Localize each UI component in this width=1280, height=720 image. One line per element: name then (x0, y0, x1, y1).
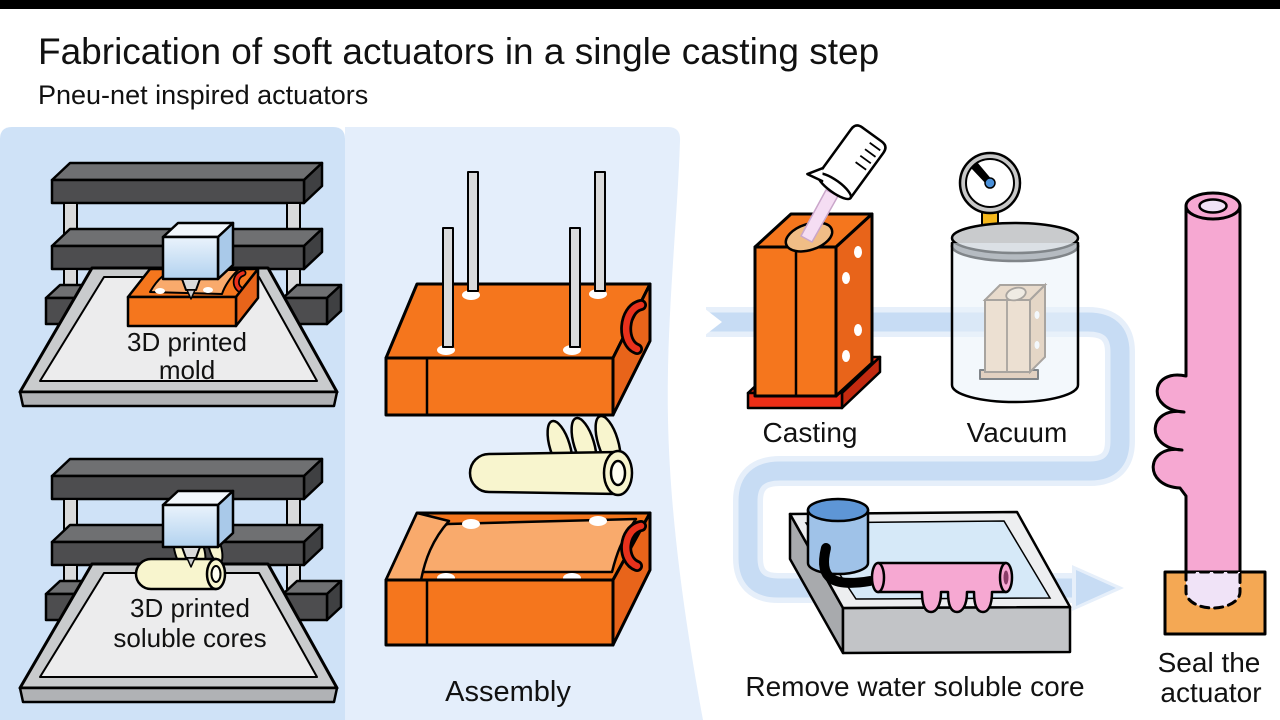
page-subtitle: Pneu-net inspired actuators (38, 80, 368, 110)
nozzle (181, 546, 201, 559)
vacuum-caption: Vacuum (967, 417, 1068, 448)
printer-3d-mold: 3D printed mold (18, 161, 343, 408)
casting-caption: Casting (763, 417, 858, 448)
mold-top-half (384, 171, 652, 417)
print-head (161, 489, 235, 568)
printer-mold-caption-line2: mold (159, 355, 215, 385)
seal-caption-line1: Seal the (1158, 647, 1261, 678)
printer-3d-cores: 3D printed soluble cores (18, 457, 343, 704)
printer-cores-caption-line2: soluble cores (113, 623, 266, 653)
measuring-cup (806, 124, 887, 201)
process-flow-arrow (700, 305, 1135, 611)
printer-mold-caption-line1: 3D printed (127, 327, 247, 357)
finished-actuator (1151, 191, 1242, 602)
remove-core-step: Remove water soluble core (745, 497, 1085, 702)
water-pump (806, 497, 870, 576)
seal-step: Seal the actuator (1151, 191, 1267, 708)
page-title: Fabrication of soft actuators in a singl… (38, 31, 879, 72)
vacuum-step: Vacuum (950, 151, 1080, 448)
printer-frame (44, 161, 343, 326)
submerged-actuator-end (1184, 570, 1242, 610)
casting-step: Casting (746, 124, 887, 448)
assembly-caption: Assembly (445, 676, 571, 708)
printer-frame (18, 457, 343, 704)
print-head (161, 221, 235, 300)
pressure-gauge (958, 151, 1022, 231)
soluble-core-part (468, 414, 634, 497)
mold-bottom-half (384, 511, 652, 647)
pump-hose (819, 543, 875, 588)
seal-caption-line2: actuator (1160, 677, 1261, 708)
actuator-opening (1198, 198, 1228, 214)
vacuum-chamber (950, 241, 1080, 404)
printer-cores-caption-line1: 3D printed (130, 593, 250, 623)
assembly-step: Assembly (384, 171, 652, 708)
alignment-pins (442, 171, 606, 348)
remove-core-caption: Remove water soluble core (745, 671, 1084, 702)
nozzle (181, 278, 201, 291)
casting-mold (746, 212, 882, 410)
cast-actuator-in-water (870, 561, 1014, 614)
flow-tail-notch (700, 305, 722, 339)
letterbox-top-bar (0, 0, 1280, 9)
